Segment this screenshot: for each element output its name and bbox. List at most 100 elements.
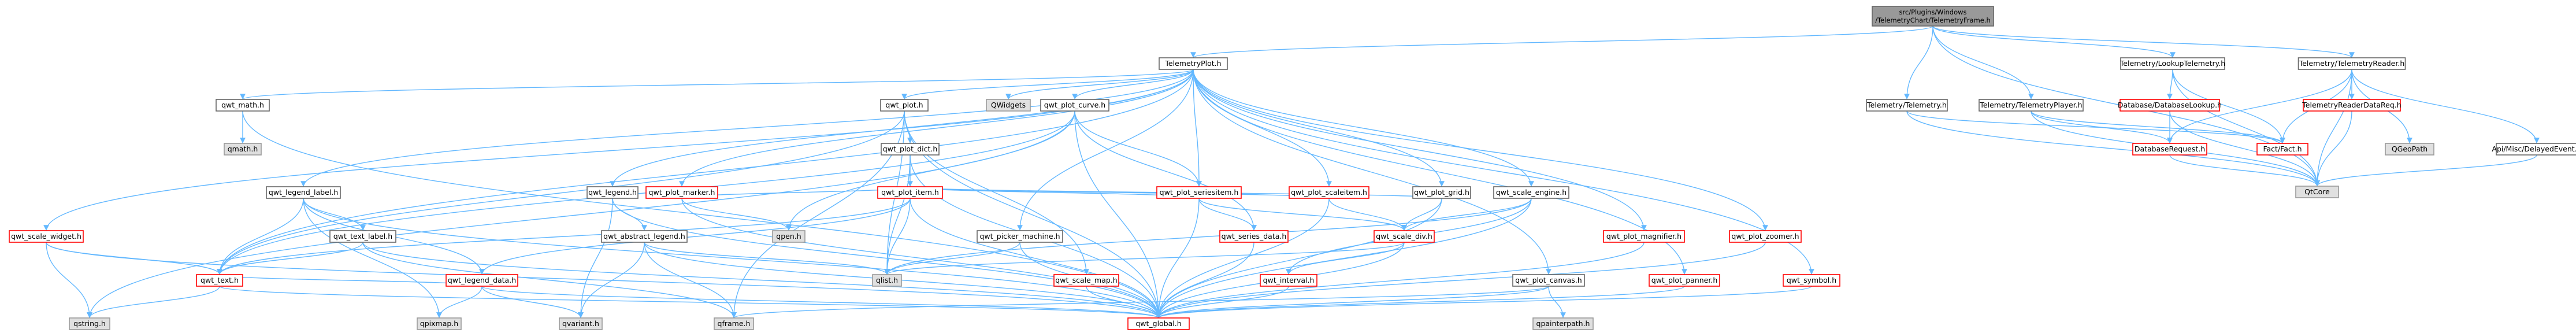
node-qwt_plot_zoomer[interactable]: qwt_plot_zoomer.h <box>1729 230 1802 243</box>
edge-qwt_plot_marker-to-qpen <box>681 198 792 231</box>
node-qwidgets[interactable]: QWidgets <box>986 99 1031 112</box>
node-box-telemetry <box>1866 99 1948 112</box>
edge-telemetryplot-to-qwt_plot_grid <box>1193 69 1445 187</box>
node-qwt_series_data[interactable]: qwt_series_data.h <box>1219 230 1289 243</box>
node-label: qwt_global.h <box>1135 319 1181 328</box>
edge-qwt_legend_data-to-qvariant <box>481 286 584 319</box>
node-box-qwt_plot_item <box>877 186 943 199</box>
node-qstring[interactable]: qstring.h <box>69 317 110 330</box>
node-qwt_plot_magnifier[interactable]: qwt_plot_magnifier.h <box>1603 230 1685 243</box>
edge-qwt_plot_curve-to-qwt_plot_seriesitem <box>1074 110 1202 187</box>
node-box-qwt_scale_engine <box>1493 186 1569 199</box>
edge-telemetryplot-to-qwt_plot_marker <box>679 69 1194 187</box>
node-qwt_symbol[interactable]: qwt_symbol.h <box>1783 274 1840 287</box>
node-delayedevent[interactable]: Api/Misc/DelayedEvent.h <box>2492 143 2576 156</box>
node-qwt_interval[interactable]: qwt_interval.h <box>1260 274 1317 287</box>
node-qwt_scale_widget[interactable]: qwt_scale_widget.h <box>9 230 84 243</box>
node-telemetryplayer[interactable]: Telemetry/TelemetryPlayer.h <box>1979 99 2084 112</box>
node-qwt_legend_data[interactable]: qwt_legend_data.h <box>446 274 518 287</box>
node-label: qwt_legend.h <box>588 188 637 197</box>
edge-qwt_legend_data-to-qwt_global <box>481 286 1161 319</box>
node-databaserequest[interactable]: DatabaseRequest.h <box>2132 143 2207 156</box>
edge-telemetryplot-to-qwt_scale_widget <box>43 69 1194 231</box>
edge-qwt_symbol-to-qwt_global <box>1156 286 1812 319</box>
edge-qwt_plot_grid-to-qwt_scale_div <box>1401 198 1442 231</box>
node-box-qstring <box>69 317 110 330</box>
edge-qwt_plot_item-to-qwt_legend_data <box>479 198 911 275</box>
edge-qwt_series_data-to-qwt_global <box>1156 242 1254 319</box>
node-qwt_text_label[interactable]: qwt_text_label.h <box>329 230 396 243</box>
node-qgeopath[interactable]: QGeoPath <box>2385 143 2434 156</box>
node-qwt_plot_item[interactable]: qwt_plot_item.h <box>877 186 943 199</box>
node-qwt_legend_label[interactable]: qwt_legend_label.h <box>266 186 341 199</box>
node-qwt_plot_grid[interactable]: qwt_plot_grid.h <box>1412 186 1471 199</box>
edge-qwt_scale_div-to-qlist <box>884 242 1405 275</box>
node-box-qwt_plot_zoomer <box>1729 230 1802 243</box>
node-databaselookup[interactable]: Database/DatabaseLookup.h <box>2118 99 2222 112</box>
edge-qwt_plot-to-qwt_global <box>904 110 1161 319</box>
node-label: /TelemetryChart/TelemetryFrame.h <box>1875 16 1991 24</box>
node-box-readerdatareq <box>2303 99 2401 112</box>
node-qpainterpath[interactable]: qpainterpath.h <box>1532 317 1594 330</box>
node-label: qwt_plot.h <box>885 101 923 109</box>
node-qwt_plot_dict[interactable]: qwt_plot_dict.h <box>881 143 940 156</box>
node-box-qwt_plot_scaleitem <box>1289 186 1369 199</box>
node-telemetryplot[interactable]: TelemetryPlot.h <box>1159 57 1228 70</box>
node-box-qpainterpath <box>1532 317 1594 330</box>
edge-delayedevent-to-qtcore <box>2314 154 2537 187</box>
node-qpixmap[interactable]: qpixmap.h <box>417 317 462 330</box>
node-label: qwt_plot_item.h <box>881 188 939 197</box>
node-label: qpen.h <box>776 232 801 240</box>
node-qframe[interactable]: qframe.h <box>714 317 754 330</box>
edge-qwt_plot_curve-to-qwt_series_data <box>1074 110 1257 231</box>
node-qwt_abstract_legend[interactable]: qwt_abstract_legend.h <box>601 230 688 243</box>
node-qwt_scale_engine[interactable]: qwt_scale_engine.h <box>1493 186 1569 199</box>
node-qtcore[interactable]: QtCore <box>2295 186 2339 198</box>
node-qwt_plot_curve[interactable]: qwt_plot_curve.h <box>1040 99 1109 112</box>
node-label: src/Plugins/Windows <box>1899 8 1966 16</box>
node-telemetryreader[interactable]: Telemetry/TelemetryReader.h <box>2297 57 2406 70</box>
node-label: qpainterpath.h <box>1536 319 1590 328</box>
edge-qwt_scale_engine-to-qwt_global <box>1156 198 1532 319</box>
node-label: TelemetryPlot.h <box>1164 59 1221 68</box>
node-lookuptelemetry[interactable]: Telemetry/LookupTelemetry.h <box>2120 57 2225 70</box>
edge-qwt_legend_label-to-qwt_global <box>303 198 1161 319</box>
edge-qwt_plot_canvas-to-qpainterpath <box>1548 286 1566 319</box>
node-factfact[interactable]: Fact/Fact.h <box>2256 143 2308 156</box>
node-readerdatareq[interactable]: TelemetryReaderDataReq.h <box>2302 99 2401 112</box>
edge-qwt_text-to-qwt_global <box>219 286 1161 319</box>
node-label: qlist.h <box>876 276 898 284</box>
node-qwt_scale_map[interactable]: qwt_scale_map.h <box>1053 274 1119 287</box>
node-qwt_plot_marker[interactable]: qwt_plot_marker.h <box>645 186 718 199</box>
node-qwt_plot_seriesitem[interactable]: qwt_plot_seriesitem.h <box>1156 186 1242 199</box>
node-qwt_global[interactable]: qwt_global.h <box>1127 317 1190 330</box>
edge-telemetryplot-to-qwt_picker_machine <box>1017 69 1194 231</box>
edge-lookuptelemetry-to-qtcore <box>2172 69 2320 187</box>
node-qwt_plot_canvas[interactable]: qwt_plot_canvas.h <box>1512 274 1585 287</box>
node-qwt_text[interactable]: qwt_text.h <box>196 274 243 287</box>
node-box-qwt_abstract_legend <box>601 230 688 243</box>
node-label: Database/DatabaseLookup.h <box>2118 101 2222 109</box>
node-qwt_plot_panner[interactable]: qwt_plot_panner.h <box>1649 274 1720 287</box>
node-qwt_plot[interactable]: qwt_plot.h <box>880 99 929 112</box>
node-qvariant[interactable]: qvariant.h <box>559 317 603 330</box>
node-qpen[interactable]: qpen.h <box>772 230 806 243</box>
node-qmath[interactable]: qmath.h <box>224 143 262 156</box>
node-qwt_math[interactable]: qwt_math.h <box>216 99 270 112</box>
node-box-qtcore <box>2295 186 2339 198</box>
edge-telemetryreader-to-delayedevent <box>2351 69 2540 144</box>
node-qwt_plot_scaleitem[interactable]: qwt_plot_scaleitem.h <box>1289 186 1369 199</box>
node-box-qwt_series_data <box>1219 230 1289 243</box>
node-qwt_picker_machine[interactable]: qwt_picker_machine.h <box>977 230 1063 243</box>
node-telemetry[interactable]: Telemetry/Telemetry.h <box>1866 99 1948 112</box>
node-box-qwt_plot_magnifier <box>1603 230 1685 243</box>
edge-telemetryplot-to-qwt_legend_label <box>300 69 1194 187</box>
node-label: qwt_legend_label.h <box>269 188 338 197</box>
node-qwt_legend[interactable]: qwt_legend.h <box>587 186 639 199</box>
node-qlist[interactable]: qlist.h <box>872 274 902 287</box>
node-qwt_scale_div[interactable]: qwt_scale_div.h <box>1374 230 1435 243</box>
edge-telemetryplayer-to-databaserequest <box>2031 110 2173 144</box>
node-box-qpen <box>772 230 806 243</box>
edge-qwt_plot_scaleitem-to-qwt_scale_div <box>1328 198 1407 231</box>
node-box-qgeopath <box>2385 143 2434 156</box>
